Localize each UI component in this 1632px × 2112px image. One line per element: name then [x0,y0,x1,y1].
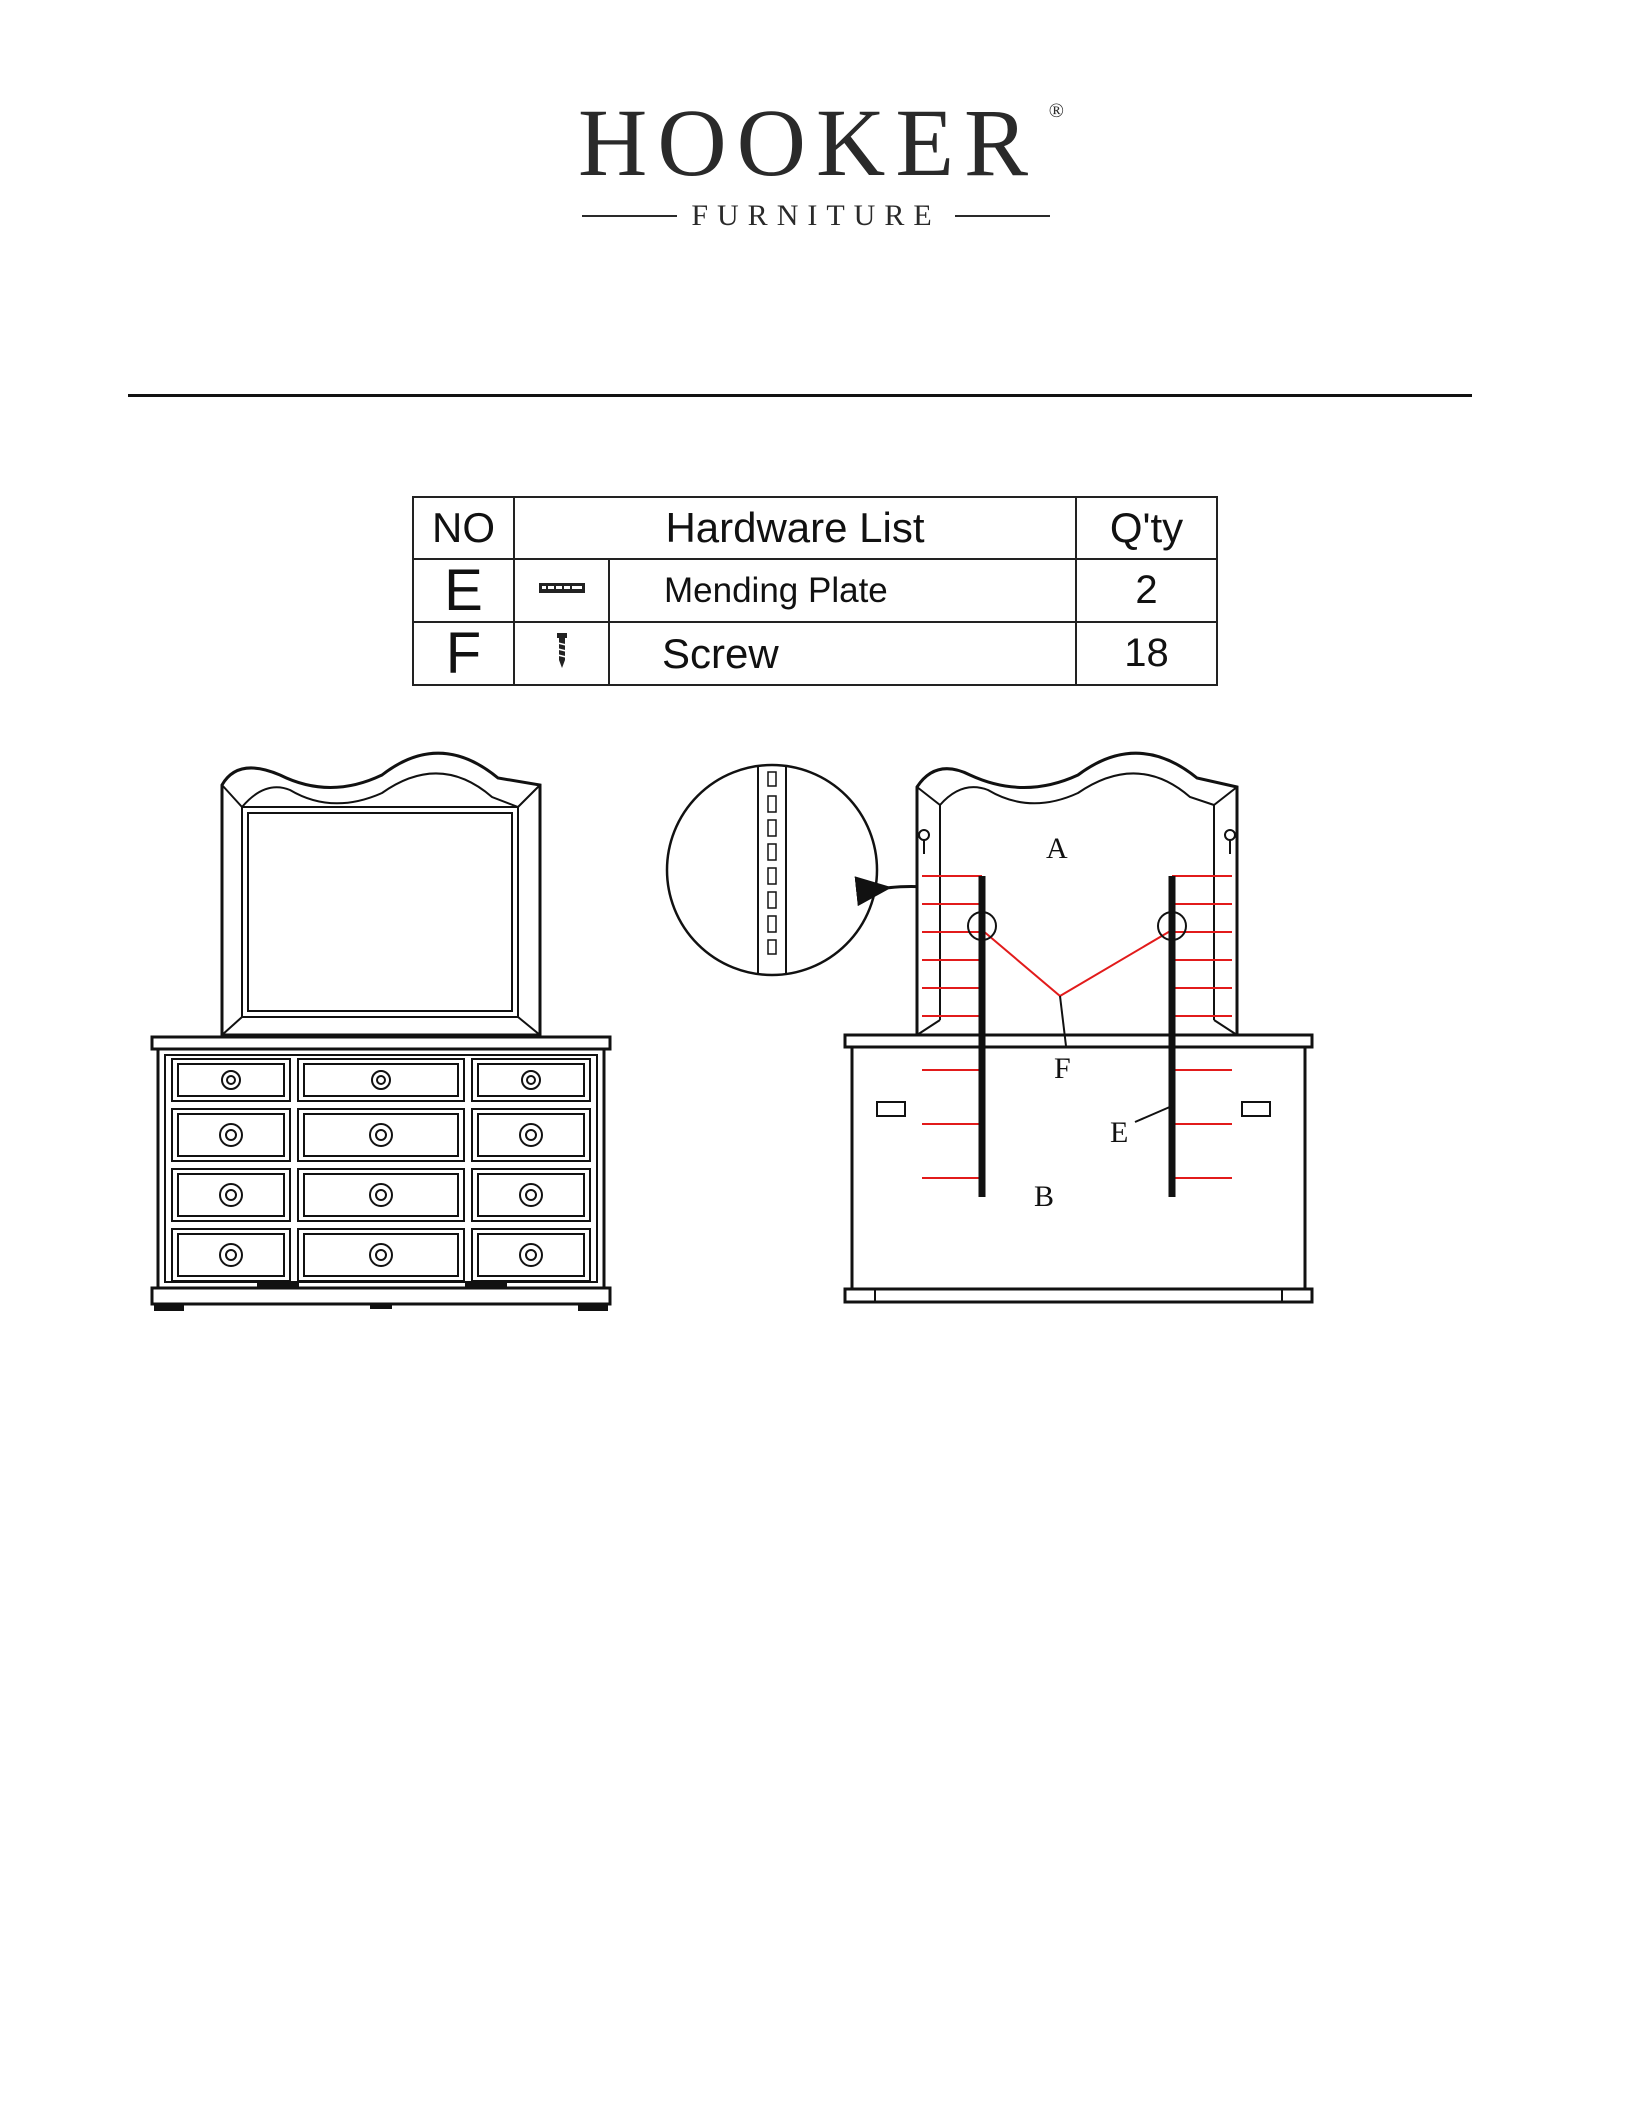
label-screw: F [1054,1052,1071,1085]
label-plate: E [1110,1116,1128,1149]
label-mirror: A [1046,832,1068,865]
back-dresser [845,1035,1312,1302]
back-mirror [917,753,1237,1035]
front-dresser [152,1037,610,1310]
label-dresser: B [1034,1180,1054,1213]
front-mirror [222,753,540,1035]
plate-slots [768,772,776,954]
dresser-drawers [172,1059,590,1281]
front-view [152,753,610,1310]
back-view [845,753,1312,1302]
